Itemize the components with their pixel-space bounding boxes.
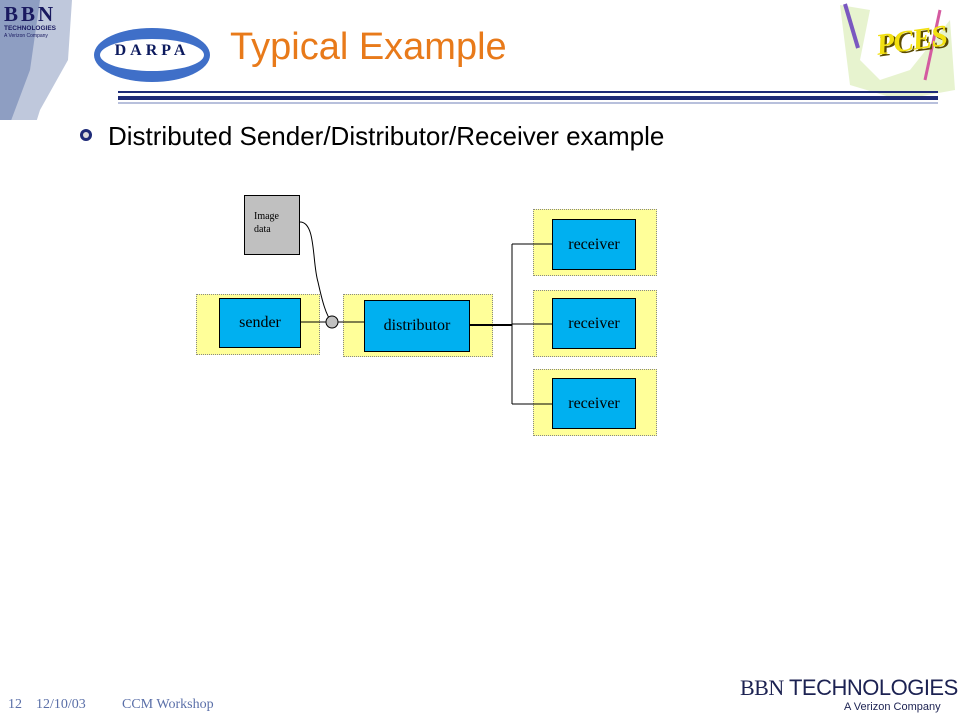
image-data-label: Image	[254, 211, 279, 222]
image-data-box: Image data	[244, 195, 300, 255]
bbn-logo-small: BBN TECHNOLOGIES A Verizon Company	[4, 2, 57, 40]
image-data-label: data	[254, 224, 271, 235]
receiver-label: receiver	[568, 394, 620, 412]
image-data-connector	[299, 221, 333, 323]
pces-stroke	[843, 3, 860, 49]
bullet-text: Distributed Sender/Distributor/Receiver …	[108, 121, 665, 151]
port-icon	[325, 315, 339, 329]
bbn-logo-tech: TECHNOLOGIES	[4, 25, 57, 32]
slide-title: Typical Example	[230, 26, 507, 68]
receiver-component: receiver	[552, 378, 636, 429]
bbn-footer-tech: TECHNOLOGIES	[788, 675, 958, 700]
header-decoration	[0, 0, 955, 120]
receiver-label: receiver	[568, 235, 620, 253]
bbn-footer-name: BBN	[740, 675, 784, 700]
bbn-footer-sub: A Verizon Company	[844, 701, 941, 713]
receiver-label: receiver	[568, 314, 620, 332]
distributor-component: distributor	[364, 300, 470, 352]
darpa-band	[100, 39, 204, 71]
bbn-logo-name: BBN	[4, 2, 57, 26]
slide-number: 12	[8, 697, 22, 712]
corner-swoosh-inner	[0, 0, 40, 120]
footer-event: CCM Workshop	[122, 697, 214, 712]
receiver-component: receiver	[552, 219, 636, 270]
receiver-component: receiver	[552, 298, 636, 349]
sender-component: sender	[219, 298, 301, 348]
footer-date: 12/10/03	[36, 697, 86, 712]
bbn-logo-footer: BBN TECHNOLOGIES A Verizon Company	[740, 676, 958, 714]
bullet-icon	[80, 129, 92, 141]
bbn-footer-title: BBN TECHNOLOGIES	[740, 676, 958, 700]
sender-label: sender	[239, 314, 281, 331]
darpa-logo-text: DARPA	[114, 42, 190, 59]
distributor-label: distributor	[383, 317, 451, 334]
pces-stroke	[923, 9, 942, 81]
bbn-logo-sub: A Verizon Company	[4, 33, 48, 39]
